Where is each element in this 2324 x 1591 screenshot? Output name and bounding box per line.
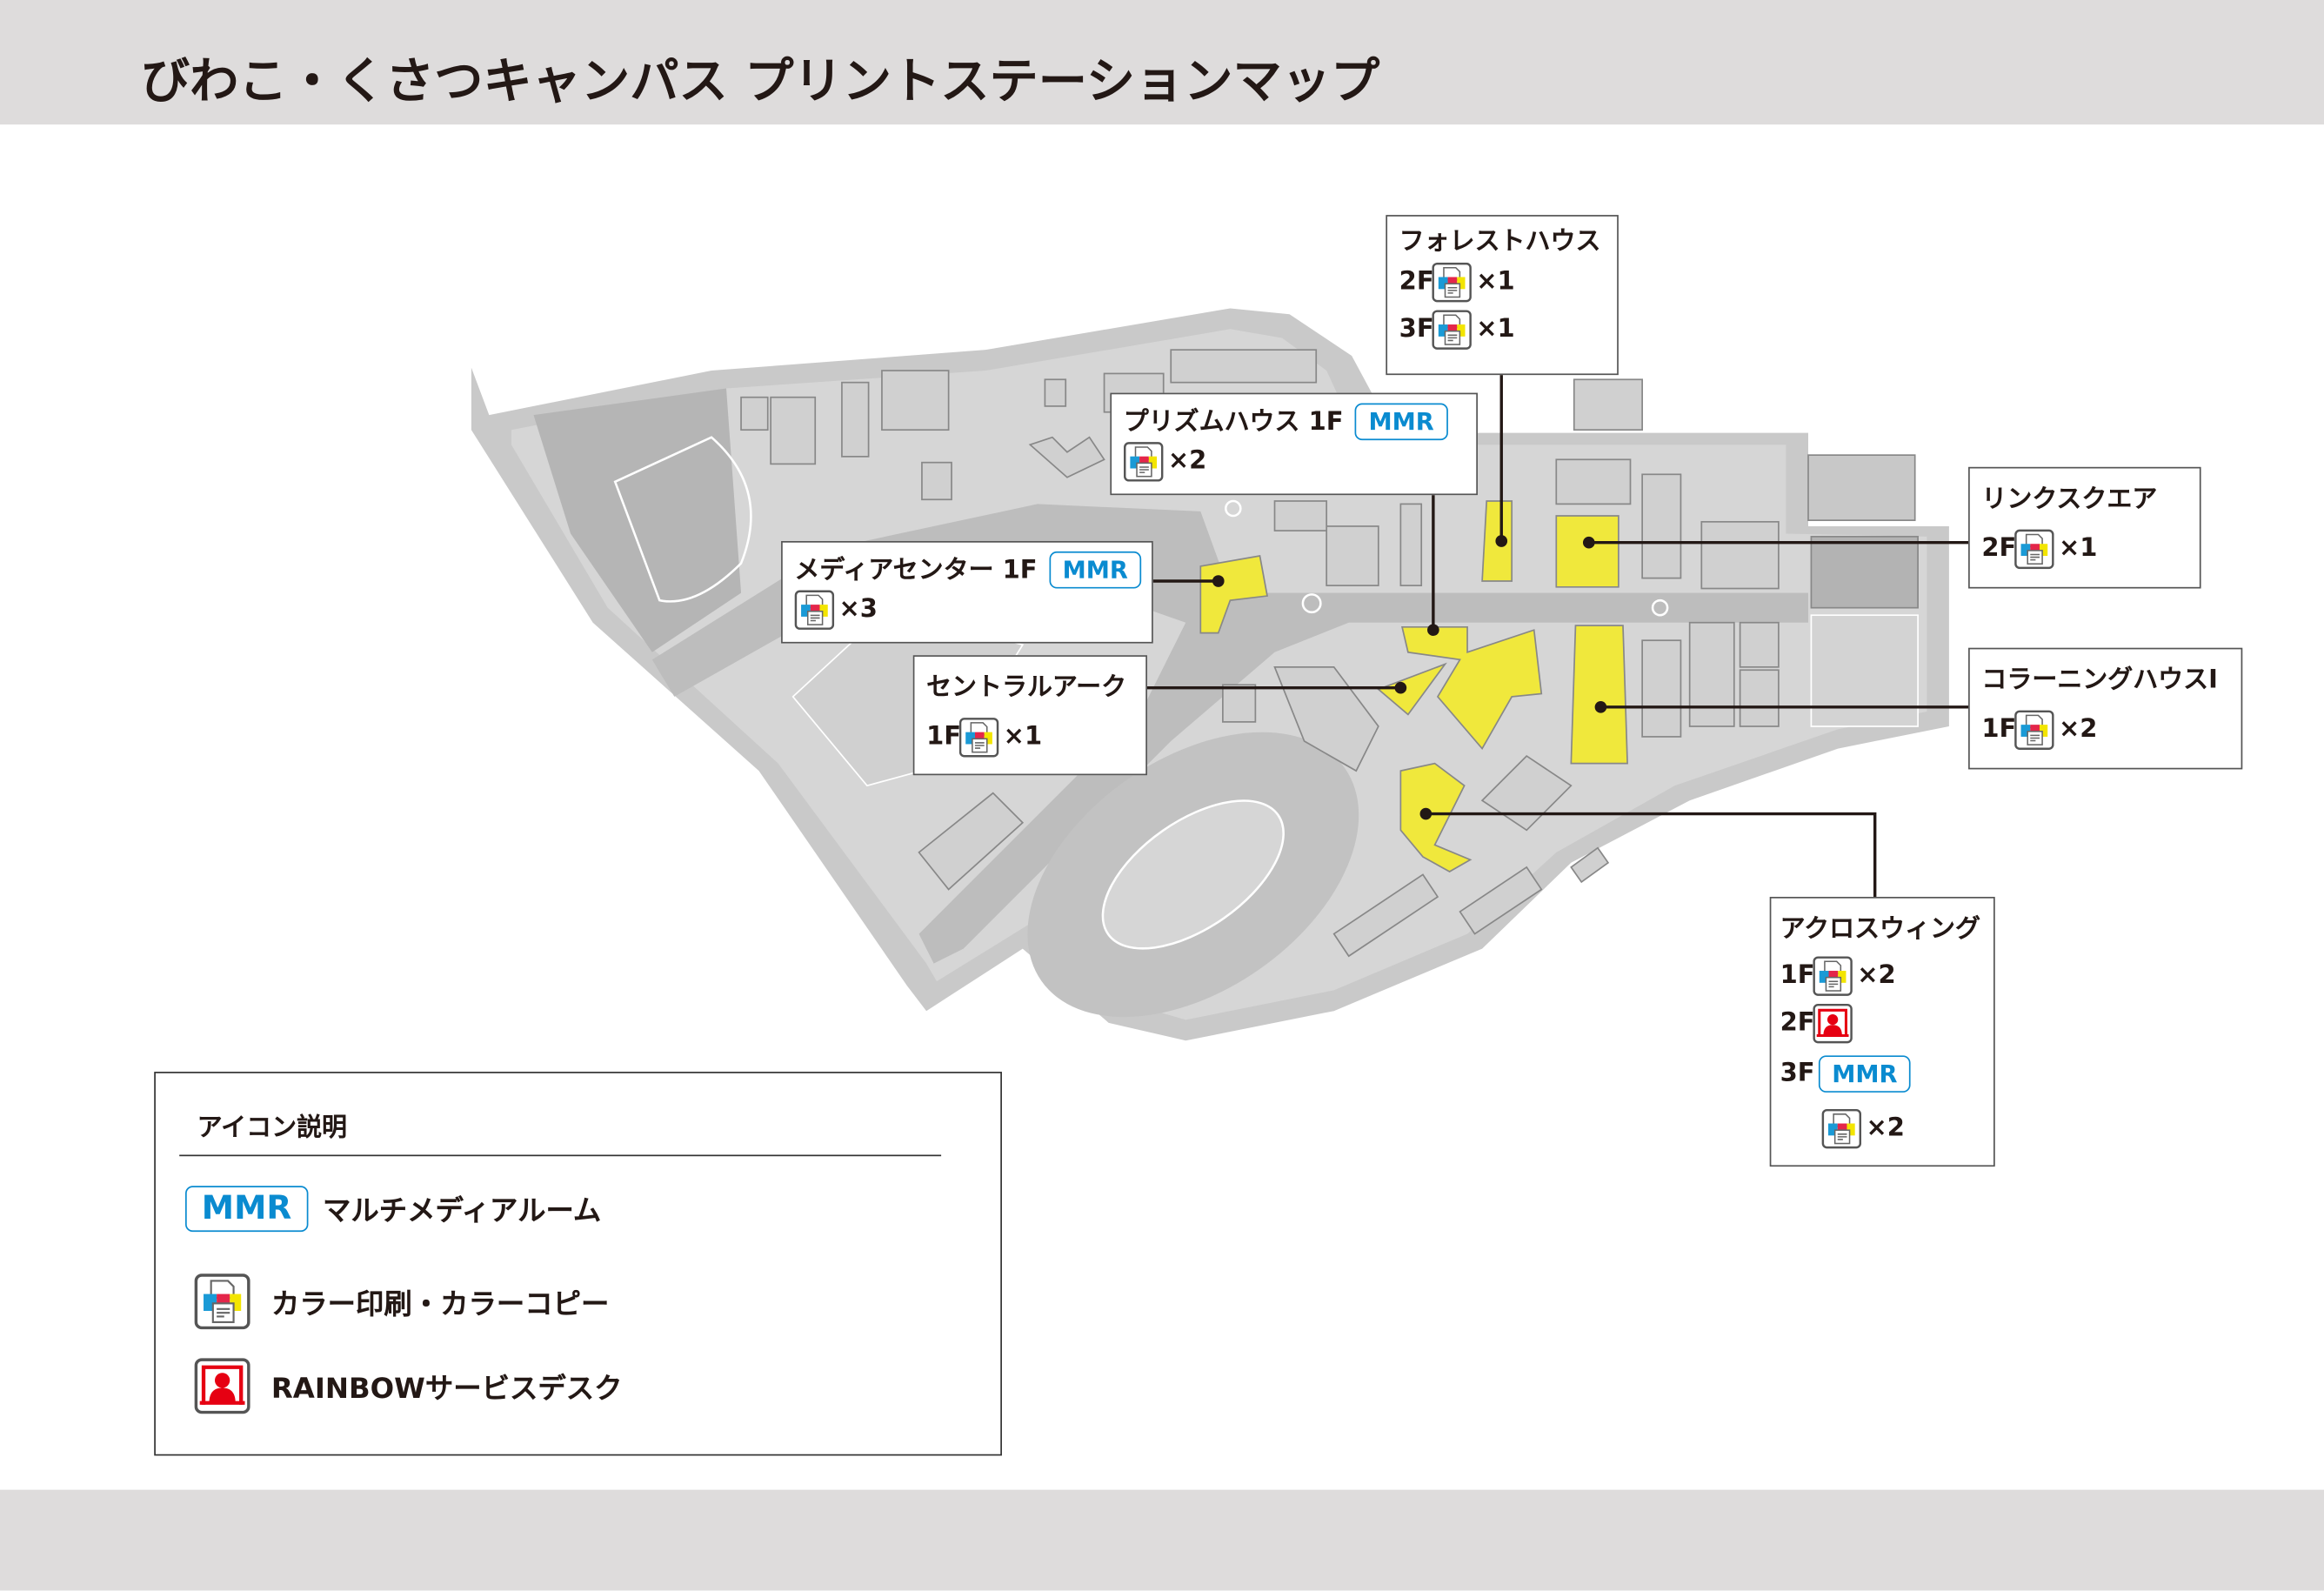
printer-icon bbox=[1432, 309, 1472, 349]
floor-row: 3F ×1 bbox=[1399, 305, 1606, 353]
floor-label: 3F bbox=[1399, 314, 1434, 344]
legend-heading: アイコン説明 bbox=[197, 1113, 348, 1143]
floor-label: 2F bbox=[1399, 266, 1434, 297]
printer-count: ×2 bbox=[1167, 445, 1207, 477]
printer-count: ×1 bbox=[1476, 266, 1515, 297]
floor-row: 2F ×1 bbox=[1981, 525, 2187, 572]
building-media-center bbox=[1199, 555, 1269, 634]
building-prism-house bbox=[1401, 625, 1543, 751]
floor-row: 2F bbox=[1780, 999, 1985, 1047]
baseball-diamond bbox=[613, 436, 752, 603]
footer-band bbox=[0, 1489, 2324, 1591]
building-name: メディアセンター 1F bbox=[794, 555, 1038, 585]
callout-central-arc[interactable]: セントラルアーク 1F ×1 bbox=[912, 655, 1147, 776]
header-band bbox=[0, 0, 2324, 125]
floor-row: ×2 bbox=[1780, 1100, 1985, 1156]
floor-row: ×2 bbox=[1124, 440, 1465, 482]
printer-count: ×1 bbox=[2058, 533, 2098, 564]
callout-forest-house[interactable]: フォレストハウス 2F ×1 3F ×1 bbox=[1386, 215, 1619, 376]
mmr-badge: MMR bbox=[1355, 403, 1448, 441]
legend-divider bbox=[179, 1154, 942, 1157]
baseball-field bbox=[533, 388, 742, 652]
printer-count: ×2 bbox=[1857, 960, 1896, 991]
floor-label: 1F bbox=[1981, 714, 2017, 745]
building-across-wing bbox=[1399, 762, 1473, 872]
floor-label: 2F bbox=[1981, 533, 2017, 564]
callout-colearning-house[interactable]: コラーニングハウスⅠ 1F ×2 bbox=[1968, 647, 2243, 770]
legend-label: カラー印刷・カラーコピー bbox=[270, 1287, 610, 1320]
callout-link-square[interactable]: リンクスクエア 2F ×1 bbox=[1968, 466, 2201, 589]
printer-count: ×2 bbox=[1866, 1113, 1905, 1143]
mmr-badge: MMR bbox=[1818, 1054, 1911, 1093]
leader-lines bbox=[1145, 373, 1969, 897]
building-name: アクロスウィング bbox=[1780, 914, 1980, 945]
road bbox=[651, 504, 1809, 964]
printer-count: ×3 bbox=[838, 594, 878, 625]
printer-icon bbox=[959, 717, 999, 757]
mmr-badge: MMR bbox=[1049, 551, 1142, 589]
callout-prism-house[interactable]: プリズムハウス 1F MMR ×2 bbox=[1110, 392, 1478, 496]
floor-row: 1F ×2 bbox=[1780, 952, 1985, 999]
building-name: フォレストハウス bbox=[1399, 226, 1601, 257]
building-link-square bbox=[1555, 515, 1619, 588]
leader-dots bbox=[1212, 535, 1607, 820]
printer-icon bbox=[2014, 529, 2054, 569]
printer-icon bbox=[2014, 709, 2054, 749]
floor-row: 1F ×1 bbox=[926, 713, 1134, 761]
building-central-arc bbox=[1377, 662, 1447, 716]
service-desk-icon bbox=[194, 1358, 250, 1414]
floor-row: 1F ×2 bbox=[1981, 705, 2229, 753]
icon-legend: アイコン説明 MMR マルチメディアルーム カラー印刷・カラーコピー RAINBO… bbox=[154, 1072, 1002, 1456]
athletic-track bbox=[1027, 732, 1359, 1018]
legend-label: マルチメディアルーム bbox=[323, 1194, 602, 1227]
floor-row: ×3 bbox=[794, 589, 1139, 631]
printer-icon bbox=[194, 1273, 250, 1330]
floor-row: 2F ×1 bbox=[1399, 258, 1606, 306]
printer-count: ×1 bbox=[1476, 314, 1515, 344]
floor-label: 2F bbox=[1780, 1007, 1815, 1038]
floor-label: 3F bbox=[1780, 1058, 1815, 1088]
printer-icon bbox=[794, 589, 834, 629]
mmr-badge: MMR bbox=[185, 1186, 309, 1233]
legend-item-service-desk: RAINBOWサービスデスク bbox=[194, 1358, 623, 1414]
floor-label: 1F bbox=[926, 721, 962, 752]
building-name: コラーニングハウスⅠ bbox=[1981, 665, 2218, 696]
printer-icon bbox=[1813, 955, 1853, 995]
printer-count: ×1 bbox=[1003, 721, 1043, 752]
service-desk-icon bbox=[1813, 1003, 1853, 1043]
legend-label: RAINBOWサービスデスク bbox=[270, 1372, 623, 1405]
printer-icon bbox=[1821, 1108, 1861, 1148]
callout-media-center[interactable]: メディアセンター 1F MMR ×3 bbox=[781, 540, 1153, 644]
printer-icon bbox=[1432, 262, 1472, 302]
legend-item-printer: カラー印刷・カラーコピー bbox=[194, 1273, 609, 1330]
floor-label: 1F bbox=[1780, 960, 1815, 991]
printer-count: ×2 bbox=[2058, 714, 2098, 745]
building-name: セントラルアーク bbox=[926, 672, 1127, 703]
highlighted-buildings bbox=[1199, 500, 1628, 872]
building-name: プリズムハウス 1F bbox=[1123, 406, 1344, 437]
legend-item-mmr: MMR マルチメディアルーム bbox=[185, 1186, 602, 1233]
building-colearning-house bbox=[1570, 625, 1628, 765]
printer-icon bbox=[1124, 441, 1164, 481]
page-title: びわこ・くさつキャンパス プリントステーションマップ bbox=[140, 51, 1380, 110]
building-name: リンクスクエア bbox=[1981, 485, 2158, 515]
